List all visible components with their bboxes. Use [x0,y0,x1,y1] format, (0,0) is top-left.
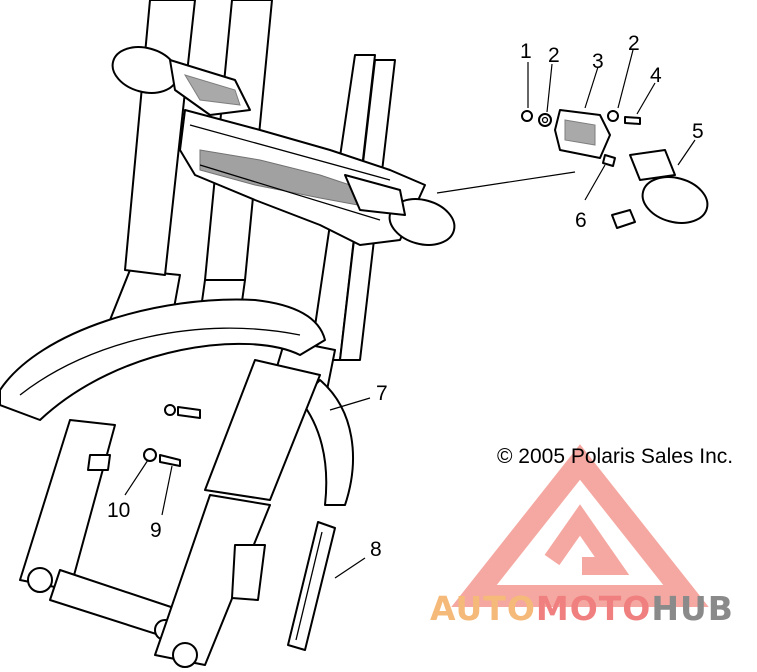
svg-text:AUTOMOTOHUB: AUTOMOTOHUB [430,589,734,628]
exploded-turn-signal-kit [521,109,709,229]
fender-bolts [87,404,201,471]
washer-2b [607,110,619,122]
bolt-4 [624,116,641,125]
signal-housing-5 [629,149,676,181]
right-fork-leg [154,359,321,668]
watermark-auto: AUTO [430,589,536,628]
pin-6 [602,154,616,167]
front-fender [0,298,354,506]
callout-10: 10 [107,499,130,522]
copyright-notice: © 2005 Polaris Sales Inc. [497,445,733,468]
callout-4: 4 [650,64,662,87]
nut-1 [521,110,533,122]
callout-7: 7 [376,382,388,405]
callout-2a: 2 [548,44,560,67]
watermark-text: AUTOMOTOHUB [430,589,734,628]
callout-2b: 2 [628,32,640,55]
callout-8: 8 [370,538,382,561]
bulb [611,209,636,229]
right-turn-signal-mounted [344,174,456,246]
callout-3: 3 [592,50,604,73]
watermark-logo [451,444,709,607]
callout-6: 6 [575,209,587,232]
signal-lens-5 [641,176,709,224]
washer-2a [538,113,552,127]
callout-9: 9 [150,519,162,542]
leader-lines [124,49,696,579]
callout-5: 5 [692,120,704,143]
reflector [287,521,336,651]
watermark-moto: MOTO [536,589,651,628]
left-turn-signal-mounted [111,46,251,116]
callout-labels: 1 2 3 2 4 5 6 7 8 9 10 [107,32,704,561]
callout-1: 1 [520,40,532,63]
watermark-hub: HUB [651,589,734,628]
